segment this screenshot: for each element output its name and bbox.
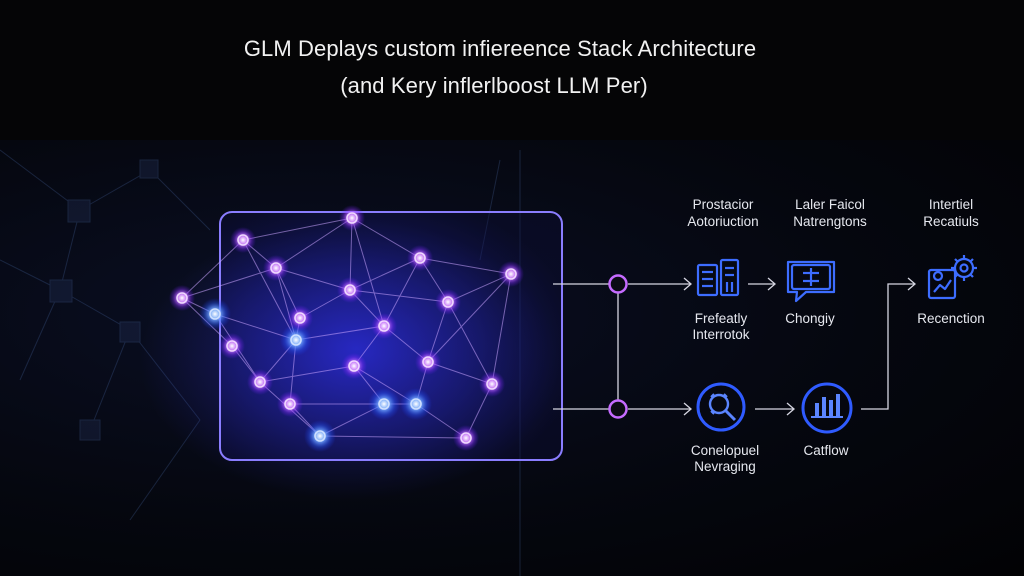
network-node	[277, 391, 303, 417]
label-aotoriuction: Aotoriuction	[678, 213, 768, 230]
network-edge	[349, 289, 449, 303]
network-node	[169, 285, 195, 311]
panel-connectors	[553, 283, 690, 410]
network-node	[341, 353, 367, 379]
network-node	[280, 324, 312, 356]
label-chongiy: Chongiy	[770, 310, 850, 327]
network-edge	[259, 365, 355, 383]
network-node	[407, 245, 433, 271]
label-nevraging: Nevraging	[680, 458, 770, 475]
diagram-title-line-2: (and Kery inflerlboost LLM Per)	[340, 73, 648, 98]
bar-chart-icon	[801, 382, 853, 434]
network-edge	[319, 435, 467, 439]
network-node	[498, 261, 524, 287]
label-frefeatly: Frefeatly	[676, 310, 766, 327]
junction-node-top	[608, 274, 628, 294]
network-node	[368, 388, 400, 420]
network-node	[199, 298, 231, 330]
diagram-title-line-1: GLM Deplays custom infiereence Stack Arc…	[243, 36, 757, 61]
label-interrotok: Interrotok	[676, 326, 766, 343]
label-line: Nevraging	[694, 459, 756, 474]
network-edge	[242, 217, 353, 241]
label-recenction: Recenction	[908, 310, 994, 327]
label-line: Recatiuls	[923, 214, 979, 229]
junction-node-bottom	[608, 399, 628, 419]
network-node	[415, 349, 441, 375]
label-line: Frefeatly	[694, 311, 748, 326]
chat-settings-icon	[786, 260, 836, 303]
title-area: GLM Deplays custom infiereence Stack Arc…	[0, 0, 1024, 140]
label-line: Chongiy	[785, 311, 835, 326]
network-node	[337, 277, 363, 303]
network-node	[263, 255, 289, 281]
label-recatiuls: Recatiuls	[910, 213, 992, 230]
network-edge	[427, 273, 512, 363]
network-edge	[351, 217, 421, 259]
network-edge	[242, 239, 297, 341]
label-line: Recenction	[917, 311, 985, 326]
network-node	[304, 420, 336, 452]
network-node	[339, 205, 365, 231]
network-nodes	[169, 205, 524, 452]
label-line: Intertiel	[928, 197, 974, 212]
network-node	[219, 333, 245, 359]
label-line: Catflow	[803, 443, 849, 458]
label-prostacior: Prostacior	[678, 196, 768, 213]
label-line: Interrotok	[692, 327, 750, 342]
label-catflow: Catflow	[786, 442, 866, 459]
label-line: Aotoriuction	[687, 214, 759, 229]
network-node	[479, 371, 505, 397]
gears-analytics-icon	[927, 255, 977, 300]
network-node	[230, 227, 256, 253]
label-natrengtons: Natrengtons	[782, 213, 878, 230]
label-line: Prostacior	[692, 197, 754, 212]
label-line: Conelopuel	[690, 443, 760, 458]
network-edge	[275, 217, 353, 269]
network-edge	[491, 273, 512, 385]
label-intertiel: Intertiel	[910, 196, 992, 213]
label-line: Natrengtons	[793, 214, 867, 229]
network-edge	[181, 239, 244, 299]
network-edge	[351, 217, 385, 327]
search-gear-icon	[696, 382, 746, 432]
network-node	[247, 369, 273, 395]
network-node	[435, 289, 461, 315]
network-edge	[447, 301, 493, 385]
network-node	[400, 388, 432, 420]
network-edge	[419, 257, 512, 275]
label-laler-faicol: Laler Faicol	[782, 196, 878, 213]
server-rack-icon	[696, 258, 740, 297]
background-network	[0, 149, 521, 576]
label-line: Laler Faicol	[795, 197, 865, 212]
network-node	[453, 425, 479, 451]
network-node	[287, 305, 313, 331]
network-node	[371, 313, 397, 339]
label-conelopuel: Conelopuel	[680, 442, 770, 459]
flow-arrows	[683, 277, 916, 416]
